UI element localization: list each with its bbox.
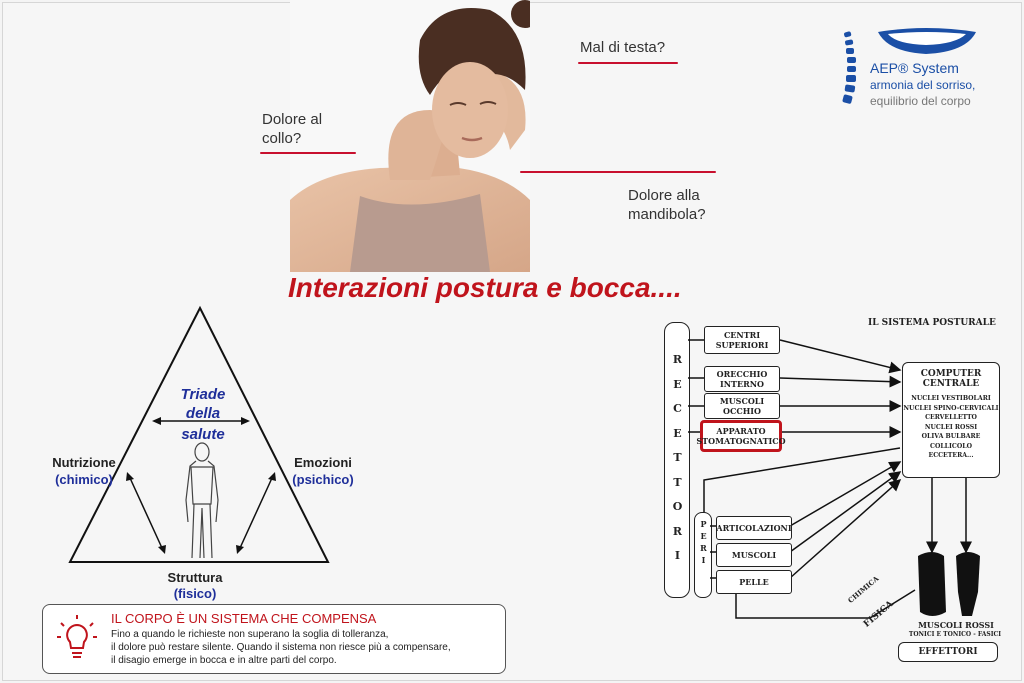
- pelle-box: PELLE: [716, 570, 792, 594]
- underline-mal-di-testa: [578, 62, 678, 64]
- tonici-label: TONICI E TONICO - FASICI: [908, 631, 1002, 638]
- recettori-letter: I: [674, 549, 681, 562]
- periferici-bar: [694, 512, 712, 598]
- triad-center-line2: della: [185, 405, 221, 422]
- triad-bottom-label: Struttura: [167, 570, 223, 585]
- triad-center-line3: salute: [181, 426, 225, 443]
- question-collo-line2: collo?: [262, 130, 302, 147]
- page-title: Interazioni postura e bocca....: [288, 272, 682, 303]
- triad-right-label: Emozioni: [294, 455, 352, 470]
- health-triad-triangle: [68, 305, 330, 563]
- underline-collo: [260, 152, 356, 154]
- nuclei-item: ECCETERA...: [928, 452, 974, 459]
- woman-photo: [290, 0, 530, 272]
- recettori-letter: T: [673, 475, 682, 489]
- muscoli-box: MUSCOLI: [716, 543, 792, 567]
- orecchio-line2: INTERNO: [719, 379, 765, 389]
- lightbulb-icon: [57, 615, 97, 658]
- recettori-letter: O: [672, 500, 683, 513]
- periferici-letter: P: [700, 519, 707, 529]
- question-mal-di-testa: Mal di testa?: [580, 39, 666, 56]
- effettori-box: EFFETTORI: [898, 642, 998, 662]
- question-mandibola-line1: Dolore alla: [628, 187, 700, 204]
- nuclei-item: OLIVA BULBARE: [921, 433, 981, 440]
- periferici-letter: R: [700, 543, 707, 553]
- centri-line1: CENTRI: [723, 330, 761, 340]
- orecchio-line1: ORECCHIO: [716, 369, 768, 379]
- triad-left-sub: (chimico): [55, 472, 113, 487]
- recettori-letter: C: [673, 402, 682, 415]
- triad-center-line1: Triade: [180, 386, 226, 403]
- question-collo-line1: Dolore al: [262, 111, 323, 128]
- recettori-letter: E: [673, 426, 682, 440]
- nuclei-list: NUCLEI VESTIBOLARI NUCLEI SPINO-CERVICAL…: [903, 394, 999, 461]
- triad-left-label: Nutrizione: [52, 455, 116, 470]
- centri-line2: SUPERIORI: [715, 340, 769, 350]
- recettori-letter: T: [673, 451, 682, 464]
- nuclei-item: NUCLEI VESTIBOLARI: [911, 395, 991, 402]
- computer-centrale-box: COMPUTER CENTRALE NUCLEI VESTIBOLARI NUC…: [902, 362, 1000, 478]
- underline-mandibola: [520, 171, 716, 173]
- triad-bottom-sub: (fisico): [173, 586, 217, 601]
- apparato-line1: APPARATO: [716, 426, 766, 436]
- triad-right-sub: (psichico): [292, 472, 354, 487]
- postural-connectors: [688, 339, 980, 619]
- recettori-bar: [664, 322, 690, 598]
- recettori-letter: R: [672, 353, 683, 366]
- recettori-letters: R E C E T T O R I: [664, 348, 691, 569]
- info-line-1: Fino a quando le richieste non superano …: [111, 629, 389, 640]
- computer-line2: CENTRALE: [922, 379, 980, 389]
- logo-brand: AEP® System: [870, 60, 959, 76]
- occhio-line2: OCCHIO: [723, 406, 761, 416]
- postural-title: IL SISTEMA POSTURALE: [868, 318, 996, 328]
- logo-graphic-icon: [842, 28, 976, 104]
- periferici-letter: I: [701, 555, 706, 565]
- info-heading: IL CORPO È UN SISTEMA CHE COMPENSA: [111, 611, 377, 626]
- recettori-letter: E: [673, 377, 682, 391]
- computer-line1: COMPUTER: [920, 369, 982, 379]
- nuclei-item: NUCLEI SPINO-CERVICALI: [903, 404, 999, 412]
- info-line-2: il dolore può restare silente. Quando il…: [111, 642, 451, 653]
- apparato-line2: STOMATOGNATICO: [696, 436, 786, 446]
- aep-logo: AEP® System armonia del sorriso, equilib…: [836, 26, 996, 110]
- muscoli-rossi-label: MUSCOLI ROSSI: [918, 620, 994, 630]
- articolazioni-box: ARTICOLAZIONI: [716, 516, 792, 540]
- recettori-letter: R: [672, 524, 683, 538]
- info-box: IL CORPO È UN SISTEMA CHE COMPENSA Fino …: [42, 604, 506, 674]
- question-mandibola-line2: mandibola?: [628, 206, 706, 223]
- logo-tagline-line2: equilibrio del corpo: [870, 94, 971, 108]
- periferici-letters: P E R I: [694, 518, 713, 566]
- info-line-3: il disagio emerge in bocca e in altre pa…: [111, 655, 337, 666]
- periferici-letter: E: [700, 531, 707, 541]
- nuclei-item: NUCLEI ROSSI: [924, 423, 978, 431]
- nuclei-item: COLLICOLO: [930, 442, 972, 450]
- occhio-line1: MUSCOLI: [719, 396, 765, 406]
- nuclei-item: CERVELLETTO: [925, 414, 977, 421]
- logo-tagline-line1: armonia del sorriso,: [870, 78, 976, 92]
